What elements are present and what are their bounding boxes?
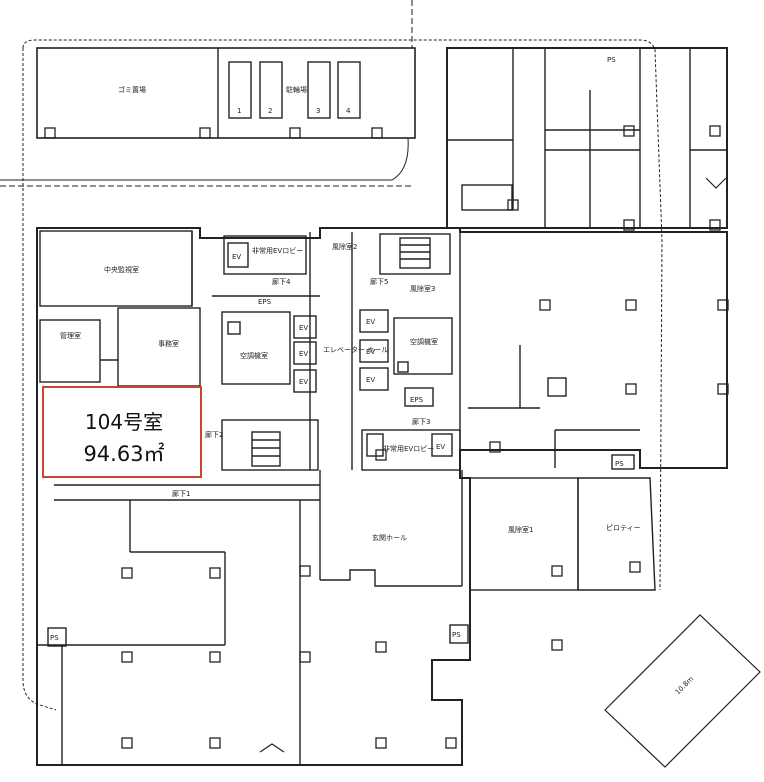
bike-number-1: 1: [237, 107, 241, 115]
ev-3-label: EV: [299, 378, 308, 386]
piloti-label: ピロティー: [606, 524, 641, 532]
ps-lower-right-label: PS: [452, 631, 461, 639]
ev-4-label: EV: [366, 318, 375, 326]
ps-lower-left-label: PS: [50, 634, 59, 642]
emergency-ev-lobby-right-label: 非常用EVロビー: [383, 444, 434, 453]
ev-5-label: EV: [366, 348, 375, 356]
eps-left-label: EPS: [258, 298, 272, 306]
ev-2-label: EV: [299, 350, 308, 358]
bike-number-4: 4: [346, 107, 351, 115]
windbreak-1-label: 風除室1: [508, 525, 533, 534]
ac-room-right-label: 空調機室: [410, 337, 438, 346]
corridor-3-label: 廊下3: [412, 417, 430, 426]
unit-104-highlight[interactable]: 104号室 94.63㎡: [42, 386, 202, 478]
bicycle-label: 駐輪場: [286, 85, 307, 94]
ev-8-label: EV: [436, 443, 445, 451]
ac-room-left-label: 空調機室: [240, 351, 268, 360]
windbreak-3-label: 風除室3: [410, 284, 435, 293]
corridor-2-label: 廊下2: [205, 430, 223, 439]
corridor-1-label: 廊下1: [172, 489, 190, 498]
unit-number: 104号室: [84, 410, 164, 434]
ev-1-label: EV: [299, 324, 308, 332]
ps-top-label: PS: [607, 56, 616, 64]
monitor-room-label: 中央監視室: [104, 265, 139, 274]
ps-right-label: PS: [615, 460, 624, 468]
unit-area: 94.63㎡: [83, 442, 165, 466]
trash-room-label: ゴミ置場: [118, 85, 146, 94]
ev-7-label: EV: [232, 253, 241, 261]
bike-number-3: 3: [316, 107, 320, 115]
elevator-hall-label: エレベーター ホール: [323, 345, 388, 354]
windbreak-2-label: 風除室2: [332, 242, 357, 251]
ev-6-label: EV: [366, 376, 375, 384]
corridor-5-label: 廊下5: [370, 277, 388, 286]
bike-number-2: 2: [268, 107, 272, 115]
road-width-label: 10.8m: [674, 675, 696, 697]
corridor-4-label: 廊下4: [272, 277, 291, 286]
manager-room-label: 管理室: [60, 331, 81, 340]
office-label: 事務室: [158, 339, 179, 348]
ev-lobby-label: 非常用EVロビー: [252, 246, 303, 255]
entrance-hall-label: 玄関ホール: [372, 533, 407, 542]
eps-right-label: EPS: [410, 396, 424, 404]
